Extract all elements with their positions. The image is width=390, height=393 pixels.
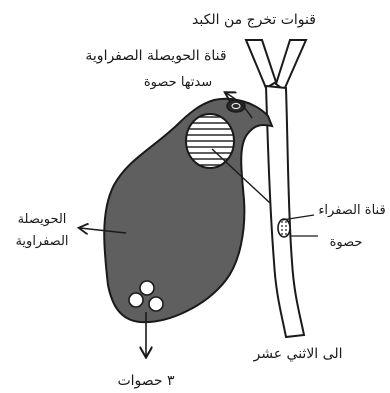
label-cystic-duct-line2: سدتها حصوة: [144, 75, 212, 90]
label-stone: حصوة: [330, 235, 363, 250]
hepatic-duct-right: [276, 40, 306, 90]
label-cystic-duct-line1: قناة الحويصلة الصفراوية: [85, 48, 226, 64]
hepatic-duct-left: [246, 40, 276, 88]
label-gallbladder-line2: الصفراوية: [15, 234, 68, 249]
large-hatched-stone: [186, 114, 234, 168]
bile-duct-stone: [278, 219, 290, 237]
label-bile-duct: قناة الصفراء: [318, 203, 385, 218]
small-stone-1: [140, 281, 154, 295]
small-stone-2: [129, 293, 143, 307]
label-three-stones: ٣ حصوات: [117, 373, 175, 389]
label-gallbladder-line1: الحويصلة: [18, 212, 67, 227]
small-stone-3: [149, 297, 163, 311]
label-hepatic-ducts: قنوات تخرج من الكبد: [192, 12, 316, 28]
label-duodenum: الى الاثني عشر: [253, 346, 343, 362]
